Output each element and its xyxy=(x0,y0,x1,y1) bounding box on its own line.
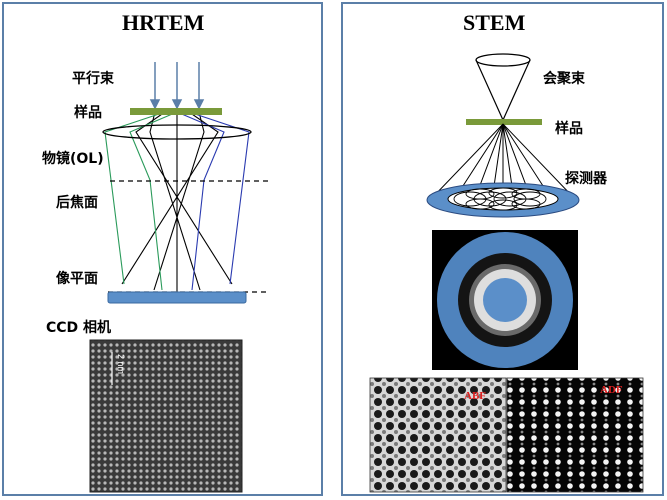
hrtem-sample-label: 样品 xyxy=(74,105,102,121)
adf-label: ADF xyxy=(600,384,623,396)
objective-lens xyxy=(102,124,252,140)
stem-title: STEM xyxy=(463,10,526,35)
image-plane-label: 像平面 xyxy=(56,271,98,287)
hrtem-rays-green xyxy=(104,111,178,291)
converged-beam-cone xyxy=(475,53,531,121)
ccd-camera-bar xyxy=(107,291,247,304)
stem-sample-label: 样品 xyxy=(555,121,583,137)
hrtem-sample-bar xyxy=(130,108,222,115)
converged-beam-label: 会聚束 xyxy=(543,71,585,87)
hrtem-rays-blue xyxy=(176,111,250,291)
abf-image xyxy=(369,377,507,493)
detector-image xyxy=(432,230,578,370)
abf-label: ABF xyxy=(464,390,486,402)
stem-sample-bar xyxy=(466,119,542,125)
detector-label: 探测器 xyxy=(565,171,607,187)
back-focal-plane-label: 后焦面 xyxy=(56,195,98,211)
parallel-beam-label: 平行束 xyxy=(72,71,114,87)
hrtem-rays-black xyxy=(121,111,233,294)
hrtem-title: HRTEM xyxy=(122,10,205,35)
stem-detector xyxy=(426,182,580,218)
adf-image xyxy=(506,377,644,493)
micrograph-scale-label: 2 nm xyxy=(116,354,126,375)
parallel-beam-arrows xyxy=(149,62,205,110)
ccd-camera-label: CCD 相机 xyxy=(46,320,112,336)
hrtem-micrograph xyxy=(89,339,243,493)
objective-lens-label: 物镜(OL) xyxy=(42,151,104,167)
